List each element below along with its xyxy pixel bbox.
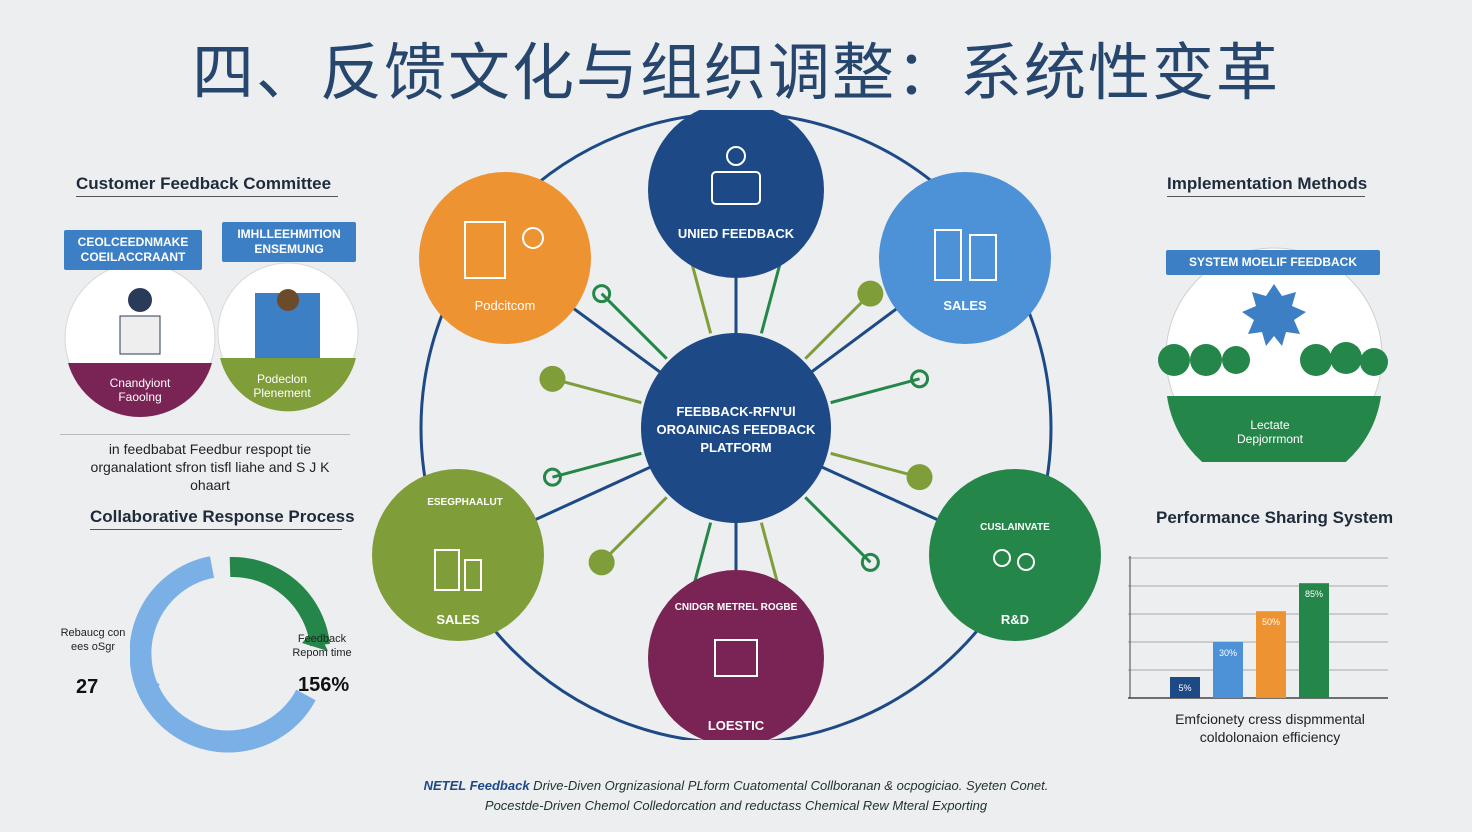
circle-2-label: Podeclon Plenement	[253, 372, 311, 400]
green-spoke-0	[830, 451, 920, 479]
cycle-left-caption: Rebaucg con ees oSgr	[60, 627, 126, 653]
bar-3	[1299, 583, 1329, 698]
chart-caption: Emfcionety cress dispmmental coldolonaio…	[1175, 711, 1365, 745]
impl-title: Implementation Methods	[1167, 174, 1368, 193]
footer: NETEL Feedback Drive-Diven Orgnizasional…	[0, 776, 1472, 816]
process-underline	[90, 529, 342, 530]
green-spoke-6	[552, 377, 642, 405]
node-sales-top	[879, 172, 1051, 344]
committee-illustration	[64, 262, 359, 417]
node-logistic-label: LOESTIC	[708, 718, 765, 733]
node-podcitcom-label: Podcitcom	[475, 298, 536, 313]
green-spoke-dot-10	[857, 280, 884, 307]
bar-label-3: 85%	[1305, 589, 1323, 599]
green-spoke-dot-7	[592, 284, 612, 304]
feedback-hub-diagram: FEEBBACK-RFN'Ul OROAINICAS FEEDBACK PLAT…	[372, 110, 1101, 740]
footer-line-2: Pocestde-Driven Chemol Colledorcation an…	[484, 798, 988, 813]
node-sales-left-subtext: ESEGPHAALUT	[427, 497, 503, 508]
note-divider	[60, 434, 350, 435]
committee-badge-1: CEOLCEEDNMAKE COEILACCRAANT	[64, 230, 202, 270]
green-spoke-4	[600, 496, 668, 564]
green-spoke-dot-11	[910, 369, 930, 389]
green-spoke-1	[804, 496, 872, 564]
bar-0	[1170, 677, 1200, 698]
green-spoke-5	[552, 451, 642, 479]
node-logistic-subtext: CNIDGR METREL ROGBE	[675, 602, 798, 613]
committee-underline	[76, 196, 338, 197]
impl-label: Lectate Depjorrmont	[1236, 418, 1304, 446]
committee-note: in feedbabat Feedbur respopt tie organal…	[90, 441, 330, 493]
bar-label-0: 5%	[1178, 683, 1191, 693]
cycle-right-caption: Feedback Repom time	[292, 633, 352, 659]
node-logistic	[648, 570, 824, 740]
page-title: 四、反馈文化与组织调整：系统性变革	[191, 36, 1280, 109]
bar-label-2: 50%	[1262, 617, 1280, 627]
cycle-diagram	[130, 556, 330, 753]
impl-badge: SYSTEM MOELIF FEEDBACK	[1166, 250, 1380, 275]
node-rnd	[929, 469, 1101, 641]
hub-line-2: OROAINICAS FEEDBACK	[657, 422, 817, 437]
bar-2	[1256, 611, 1286, 698]
bar-label-1: 30%	[1219, 648, 1237, 658]
green-spoke-11	[830, 377, 920, 405]
circle-1-label: Cnandyiont Faoolng	[109, 376, 171, 404]
cycle-right-value: 156%	[298, 674, 350, 696]
hub-line-1: FEEBBACK-RFN'Ul	[676, 404, 795, 419]
green-spoke-dot-5	[542, 467, 562, 487]
node-unified-feedback-label: UNIED FEEDBACK	[678, 226, 795, 241]
node-unified-feedback	[648, 110, 824, 278]
node-rnd-subtext: CUSLAINVATE	[980, 522, 1050, 533]
committee-title: Customer Feedback Committee	[76, 174, 332, 193]
green-spoke-10	[804, 292, 872, 360]
perf-title: Performance Sharing System	[1156, 508, 1394, 527]
footer-bold: NETEL Feedback	[423, 778, 530, 793]
process-title: Collaborative Response Process	[90, 507, 355, 526]
green-spoke-dot-6	[539, 365, 566, 392]
node-rnd-label: R&D	[1001, 612, 1029, 627]
performance-bar-chart: 5% 30% 50% 85%	[1128, 556, 1388, 699]
green-spoke-dot-4	[588, 549, 615, 576]
impl-underline	[1167, 196, 1365, 197]
node-sales-top-label: SALES	[943, 298, 987, 313]
node-icons	[434, 146, 1035, 677]
green-spoke-dot-0	[906, 464, 933, 491]
bar-1	[1213, 642, 1243, 698]
cycle-left-value: 27	[76, 676, 99, 698]
footer-line-1: Drive-Diven Orgnizasional PLform Cuatome…	[529, 778, 1049, 793]
node-sales-left-label: SALES	[436, 612, 480, 627]
green-spoke-7	[600, 292, 668, 360]
impl-illustration	[1158, 247, 1388, 462]
hub-line-3: PLATFORM	[700, 440, 771, 455]
green-spoke-dot-1	[860, 552, 880, 572]
hub-circle	[641, 333, 831, 523]
committee-badge-2: IMHLLEEHMITION ENSEMUNG	[222, 222, 356, 262]
